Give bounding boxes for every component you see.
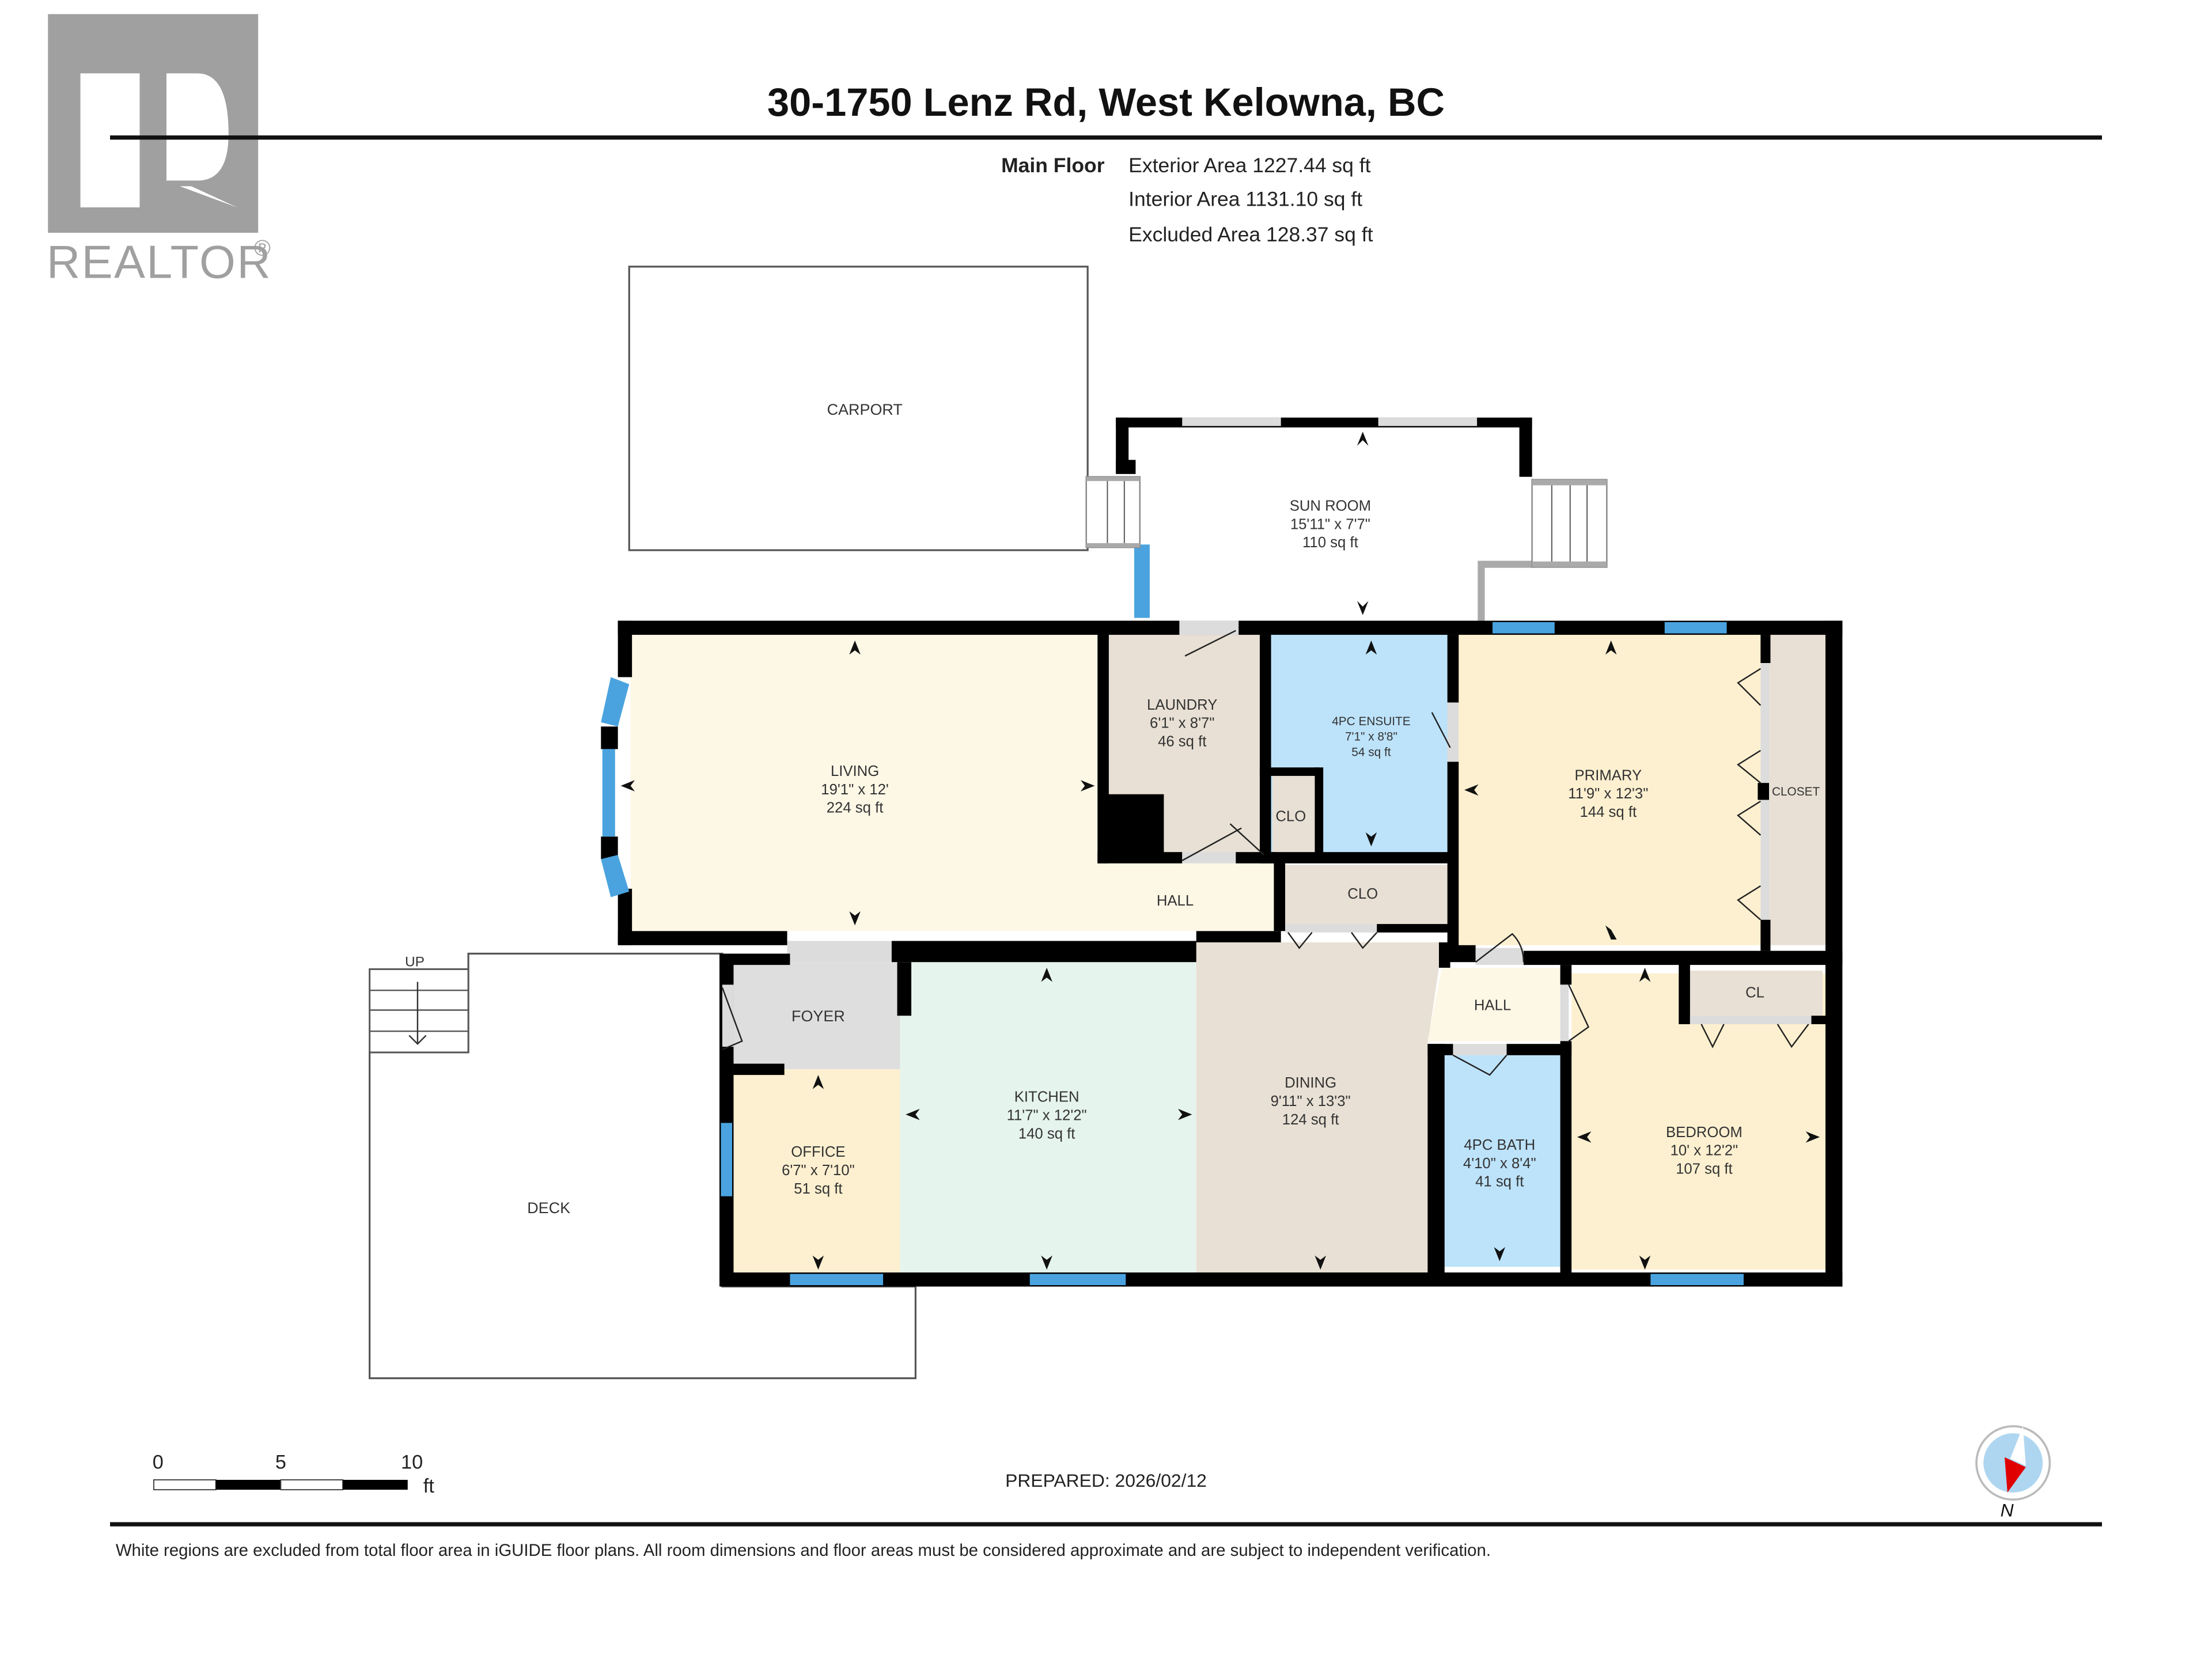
room-cl-fill[interactable]: [1690, 970, 1823, 1016]
svg-text:CLO: CLO: [1275, 808, 1306, 824]
room-sunroom[interactable]: SUN ROOM 15'11" x 7'7" 110 sq ft: [1116, 417, 1535, 624]
svg-text:DINING: DINING: [1285, 1075, 1336, 1091]
disclaimer: White regions are excluded from total fl…: [116, 1541, 1491, 1560]
dimension-arrows: [620, 431, 1820, 1270]
scale-bar: 0 5 10 ft: [153, 1451, 434, 1497]
excluded-area: Excluded Area 128.37 sq ft: [1128, 223, 1373, 246]
svg-text:107 sq ft: 107 sq ft: [1676, 1161, 1733, 1177]
room-dining-fill[interactable]: [1196, 942, 1439, 1275]
svg-text:54 sq ft: 54 sq ft: [1351, 746, 1391, 759]
svg-text:UP: UP: [405, 955, 425, 970]
svg-text:6'1" x 8'7": 6'1" x 8'7": [1150, 715, 1214, 732]
exterior-area: Exterior Area 1227.44 sq ft: [1128, 154, 1370, 177]
svg-text:10' x 12'2": 10' x 12'2": [1671, 1143, 1738, 1159]
svg-text:PRIMARY: PRIMARY: [1575, 767, 1642, 783]
svg-text:4PC BATH: 4PC BATH: [1464, 1137, 1535, 1153]
compass-north-label: N: [2001, 1500, 2014, 1521]
floor-label: Main Floor: [1001, 154, 1105, 177]
compass-icon: N: [1975, 1425, 2051, 1521]
header-rule: [110, 135, 2102, 140]
svg-text:LAUNDRY: LAUNDRY: [1147, 697, 1217, 713]
svg-text:7'1" x 8'8": 7'1" x 8'8": [1345, 730, 1397, 744]
svg-text:46 sq ft: 46 sq ft: [1158, 734, 1206, 750]
svg-text:5: 5: [275, 1451, 286, 1473]
svg-text:4PC ENSUITE: 4PC ENSUITE: [1332, 715, 1410, 728]
svg-text:LIVING: LIVING: [831, 763, 879, 779]
interior-area: Interior Area 1131.10 sq ft: [1128, 188, 1362, 211]
svg-text:KITCHEN: KITCHEN: [1014, 1089, 1080, 1105]
svg-text:DECK: DECK: [527, 1199, 570, 1217]
room-hall2-fill[interactable]: [1427, 968, 1560, 1041]
svg-text:11'9" x 12'3": 11'9" x 12'3": [1568, 786, 1648, 802]
room-foyer-fill[interactable]: [733, 962, 900, 1070]
svg-text:144 sq ft: 144 sq ft: [1580, 804, 1637, 820]
svg-text:140 sq ft: 140 sq ft: [1018, 1126, 1075, 1142]
svg-text:BEDROOM: BEDROOM: [1666, 1124, 1743, 1141]
svg-text:15'11" x 7'7": 15'11" x 7'7": [1290, 516, 1370, 532]
svg-text:CLO: CLO: [1347, 886, 1378, 902]
svg-text:6'7" x 7'10": 6'7" x 7'10": [782, 1162, 855, 1179]
svg-text:OFFICE: OFFICE: [791, 1144, 845, 1160]
walls: [601, 620, 1843, 1287]
svg-text:11'7" x 12'2": 11'7" x 12'2": [1007, 1107, 1087, 1123]
svg-text:CL: CL: [1745, 984, 1764, 1001]
svg-text:ft: ft: [423, 1475, 435, 1497]
sunroom-left-stairs[interactable]: [1085, 476, 1141, 548]
svg-text:FOYER: FOYER: [791, 1007, 845, 1025]
room-primary-fill[interactable]: [1459, 635, 1761, 945]
svg-text:110 sq ft: 110 sq ft: [1302, 535, 1358, 551]
svg-text:124 sq ft: 124 sq ft: [1282, 1112, 1339, 1128]
room-office-fill[interactable]: [733, 1069, 900, 1275]
svg-text:224 sq ft: 224 sq ft: [827, 800, 884, 816]
svg-text:41 sq ft: 41 sq ft: [1475, 1174, 1524, 1190]
svg-text:HALL: HALL: [1157, 893, 1194, 909]
svg-text:10: 10: [401, 1451, 423, 1473]
registered-mark: ®: [254, 236, 271, 260]
room-clo2-fill[interactable]: [1283, 865, 1448, 925]
room-living-fill[interactable]: [630, 635, 1277, 931]
svg-text:4'10" x 8'4": 4'10" x 8'4": [1463, 1156, 1536, 1172]
svg-text:19'1" x 12': 19'1" x 12': [821, 782, 889, 798]
realtor-logo: REALTOR ®: [47, 14, 272, 288]
svg-text:51 sq ft: 51 sq ft: [794, 1181, 842, 1197]
prepared-date: PREPARED: 2026/02/12: [1005, 1470, 1207, 1491]
door-swings: [721, 630, 1809, 1076]
svg-text:HALL: HALL: [1474, 997, 1511, 1013]
room-labels: LIVING 19'1" x 12' 224 sq ft LAUNDRY 6'1…: [782, 697, 1820, 1197]
svg-text:9'11" x 13'3": 9'11" x 13'3": [1271, 1093, 1351, 1109]
sunroom-right-stairs[interactable]: [1531, 479, 1608, 568]
room-kitchen-fill[interactable]: [900, 962, 1196, 1275]
windows: [601, 622, 1744, 1286]
svg-text:CARPORT: CARPORT: [827, 401, 903, 418]
room-clo1-fill[interactable]: [1272, 775, 1315, 854]
deck-stairs[interactable]: UP: [369, 955, 469, 1054]
footer-rule: [110, 1522, 2102, 1527]
room-closet-fill[interactable]: [1769, 635, 1825, 945]
svg-text:CLOSET: CLOSET: [1772, 785, 1820, 798]
realtor-logo-text: REALTOR: [47, 236, 272, 288]
room-carport[interactable]: CARPORT: [628, 266, 1089, 551]
svg-text:SUN ROOM: SUN ROOM: [1290, 498, 1371, 514]
room-bath-fill[interactable]: [1438, 1055, 1560, 1267]
svg-text:0: 0: [153, 1451, 164, 1473]
page-title: 30-1750 Lenz Rd, West Kelowna, BC: [767, 80, 1445, 124]
